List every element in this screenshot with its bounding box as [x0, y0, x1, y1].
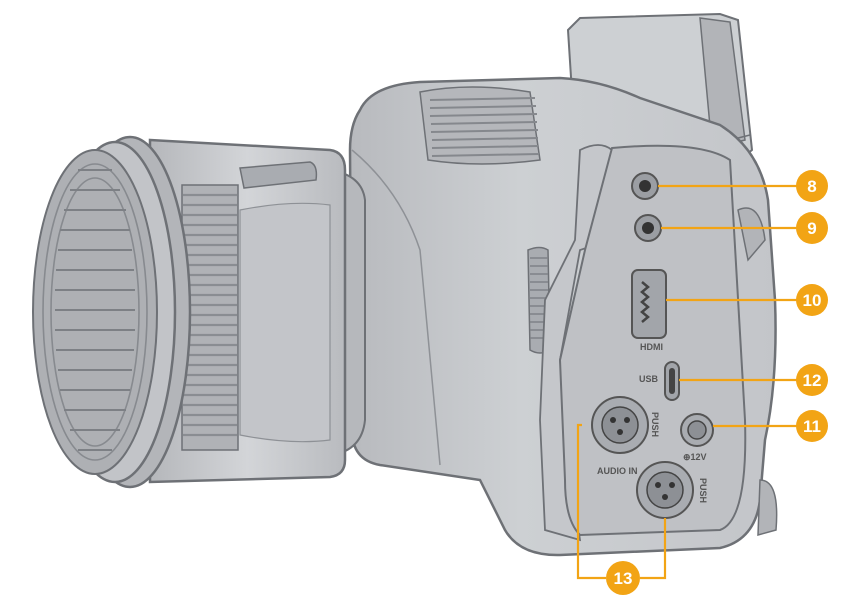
callout-leader-lines: [576, 184, 798, 580]
push-label-b: PUSH: [698, 478, 708, 503]
callout-badge-11: 11: [796, 410, 828, 442]
power-label: ⊕12V: [683, 452, 707, 462]
camera-body: [348, 76, 778, 557]
audio-in-label: AUDIO IN: [597, 466, 638, 476]
callout-badge-8: 8: [796, 170, 828, 202]
port-headphone-jack: [634, 214, 662, 242]
callout-badge-10: 10: [796, 284, 828, 316]
callout-badge-9: 9: [796, 212, 828, 244]
port-power-12v: [680, 413, 714, 447]
callout-number-10: 10: [803, 291, 822, 310]
port-xlr-b: [636, 461, 694, 519]
callout-number-8: 8: [807, 177, 816, 196]
callout-number-11: 11: [803, 417, 821, 436]
hdmi-label: HDMI: [640, 342, 663, 352]
callout-number-12: 12: [803, 371, 822, 390]
push-label-a: PUSH: [650, 412, 660, 437]
port-mic-jack: [631, 172, 659, 200]
lens: [32, 135, 347, 489]
port-hdmi: [631, 269, 667, 339]
callout-number-13: 13: [614, 569, 633, 588]
callout-badge-13: 13: [606, 561, 640, 595]
port-usb-c: [664, 361, 680, 401]
port-xlr-a: [591, 396, 649, 454]
usb-label: USB: [639, 374, 659, 384]
callout-badge-12: 12: [796, 364, 828, 396]
callout-number-9: 9: [807, 219, 816, 238]
